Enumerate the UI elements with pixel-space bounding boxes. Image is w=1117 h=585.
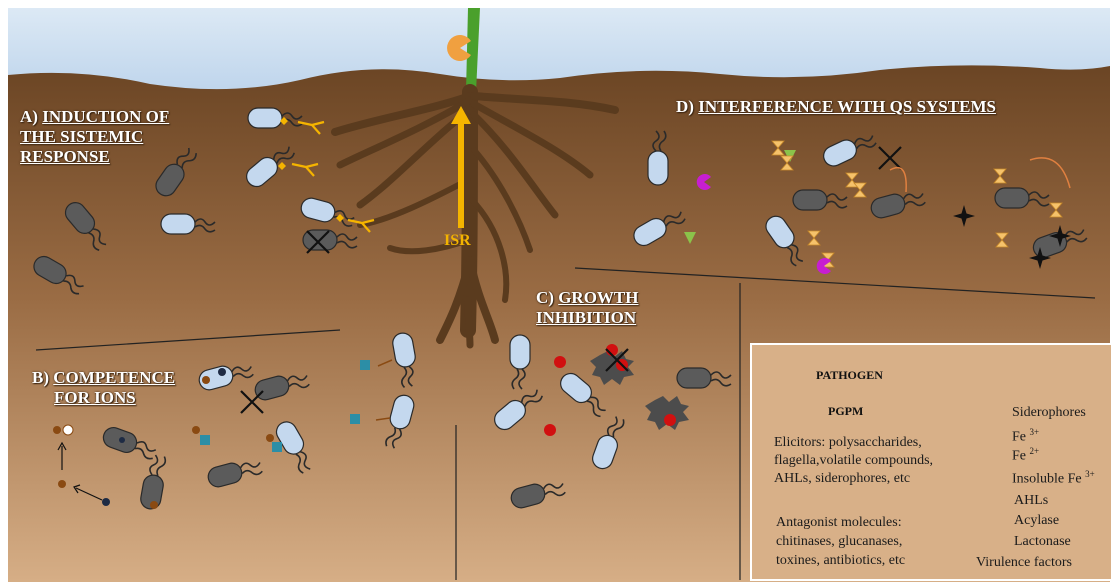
section-b-title-line1: COMPETENCE [53,368,175,387]
legend-lactonase-label: Lactonase [1014,533,1071,550]
legend-pathogen-label: PATHOGEN [816,368,883,383]
section-b-title-line2: FOR IONS [32,388,175,408]
section-d-title: D) INTERFERENCE WITH QS SYSTEMS [676,97,996,117]
legend-insoluble-fe-sup: 3+ [1085,469,1095,479]
legend-antagonist-line1: Antagonist molecules: [776,514,902,531]
section-c-title-line2: INHIBITION [536,308,639,328]
section-d-title-text: INTERFERENCE WITH QS SYSTEMS [698,97,996,116]
legend-antagonist-line2: chitinases, glucanases, [776,533,902,550]
legend-fe3-sup: 3+ [1030,427,1040,437]
legend-insoluble-fe-text: Insoluble Fe [1012,472,1082,487]
section-d-prefix: D) [676,97,694,116]
legend-elicitors-line3: AHLs, siderophores, etc [774,470,910,487]
section-a-title: A) INDUCTION OF THE SISTEMIC RESPONSE [20,107,169,167]
legend-siderophores-label: Siderophores [1012,404,1086,421]
legend-elicitors-line2: flagella,volatile compounds, [774,452,933,469]
legend-insoluble-fe-label: Insoluble Fe 3+ [1012,466,1095,488]
legend-pgpm-label: PGPM [828,404,863,419]
section-b-title: B) COMPETENCE FOR IONS [32,368,175,408]
section-c-prefix: C) [536,288,554,307]
section-c-title-line1: GROWTH [558,288,638,307]
legend-fe2-sup: 2+ [1030,446,1040,456]
legend-fe2-text: Fe [1012,449,1026,464]
section-a-title-line3: RESPONSE [20,147,169,167]
legend-antagonist-line3: toxines, antibiotics, etc [776,552,905,569]
section-a-title-line1: INDUCTION OF [42,107,169,126]
legend-elicitors-line1: Elicitors: polysaccharides, [774,434,922,451]
legend-acylase-label: Acylase [1014,512,1059,529]
section-b-prefix: B) [32,368,49,387]
section-a-prefix: A) [20,107,38,126]
isr-label: ISR [444,232,471,250]
section-a-title-line2: THE SISTEMIC [20,127,169,147]
section-c-title: C) GROWTH INHIBITION [536,288,639,328]
legend-virulence-label: Virulence factors [976,554,1072,571]
legend-ahls-label: AHLs [1014,492,1048,509]
legend-fe2-label: Fe 2+ [1012,443,1039,465]
